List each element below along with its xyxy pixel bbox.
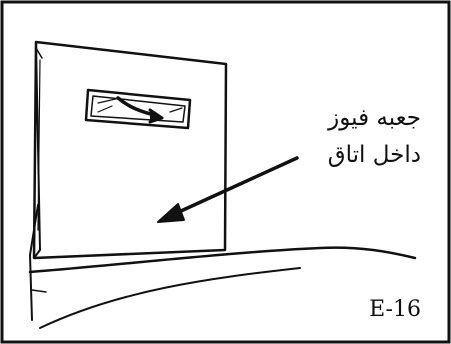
floor-lines: [30, 248, 415, 328]
fuse-box-cover-icon: [30, 42, 226, 320]
pointer-arrow-icon: [158, 158, 297, 222]
figure-code: E-16: [369, 297, 421, 322]
pull-handle-icon: [86, 90, 190, 128]
callout-label-line1: جعبه فیوز: [328, 101, 421, 135]
callout-label-line2: داخل اتاق: [328, 138, 421, 172]
